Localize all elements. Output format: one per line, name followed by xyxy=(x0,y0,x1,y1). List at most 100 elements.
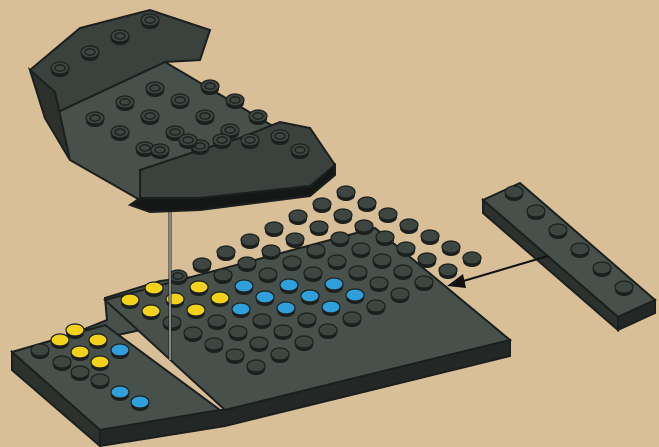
stud-windscreen xyxy=(141,110,159,125)
stud-dark xyxy=(439,264,457,279)
stud-dark xyxy=(343,312,361,327)
stud-yellow xyxy=(142,305,160,320)
windscreen-assembly xyxy=(30,10,335,212)
stud-dark xyxy=(229,326,247,341)
stud-left xyxy=(111,344,129,359)
base-plate xyxy=(12,186,510,446)
stud-plate-1x6 xyxy=(615,281,633,296)
stud-left xyxy=(31,344,49,359)
stud-dark xyxy=(286,233,304,248)
stud-dark xyxy=(337,186,355,201)
stud-blue xyxy=(235,280,253,295)
stud-windscreen xyxy=(201,80,219,95)
stud-plate-1x6 xyxy=(549,224,567,239)
stud-windscreen xyxy=(226,94,244,109)
stud-left xyxy=(89,334,107,349)
stud-dark xyxy=(319,324,337,339)
stud-dark xyxy=(463,252,481,267)
stud-yellow xyxy=(145,282,163,297)
stud-dark xyxy=(352,243,370,258)
stud-blue xyxy=(256,291,274,306)
stud-blue xyxy=(346,289,364,304)
stud-dark xyxy=(304,267,322,282)
stud-windscreen xyxy=(51,62,69,77)
stud-dark xyxy=(253,314,271,329)
stud-dark xyxy=(163,316,181,331)
stud-dark xyxy=(421,230,439,245)
stud-dark xyxy=(307,244,325,259)
stud-left xyxy=(53,356,71,371)
stud-dark xyxy=(349,266,367,281)
stud-dark xyxy=(271,348,289,363)
stud-blue xyxy=(325,278,343,293)
stud-windscreen xyxy=(141,14,159,29)
stud-windscreen xyxy=(146,82,164,97)
stud-dark xyxy=(262,245,280,260)
stud-plate-1x6 xyxy=(505,186,523,201)
stud-dark xyxy=(274,325,292,340)
stud-windscreen xyxy=(249,110,267,125)
stud-dark xyxy=(331,232,349,247)
stud-left xyxy=(51,334,69,349)
stud-windscreen xyxy=(171,94,189,109)
stud-dark xyxy=(391,288,409,303)
stud-dark xyxy=(379,208,397,223)
stud-plate-1x6 xyxy=(527,205,545,220)
stud-dark xyxy=(193,258,211,273)
stud-blue xyxy=(280,279,298,294)
stud-windscreen xyxy=(116,96,134,111)
stud-dark xyxy=(328,255,346,270)
stud-dark xyxy=(205,338,223,353)
stud-dark xyxy=(442,241,460,256)
stud-dark xyxy=(355,220,373,235)
stud-windscreen xyxy=(81,46,99,61)
stud-dark xyxy=(394,265,412,280)
stud-dark xyxy=(226,349,244,364)
stud-dark xyxy=(295,336,313,351)
stud-windscreen xyxy=(291,144,309,159)
stud-yellow xyxy=(211,292,229,307)
stud-dark xyxy=(283,256,301,271)
stud-dark xyxy=(373,254,391,269)
stud-dark xyxy=(415,276,433,291)
stud-left xyxy=(71,366,89,381)
stud-blue xyxy=(322,301,340,316)
stud-dark xyxy=(376,231,394,246)
stud-yellow xyxy=(187,304,205,319)
stud-blue xyxy=(301,290,319,305)
stud-windscreen xyxy=(111,30,129,45)
stud-left xyxy=(91,356,109,371)
stud-left xyxy=(91,374,109,389)
stud-dark xyxy=(214,269,232,284)
stud-left xyxy=(66,324,84,339)
stud-dark xyxy=(238,257,256,272)
stud-dark xyxy=(370,277,388,292)
stud-dark xyxy=(169,270,187,285)
stud-dark xyxy=(247,360,265,375)
stud-windscreen xyxy=(179,134,197,149)
stud-plate-1x6 xyxy=(571,243,589,258)
stud-windscreen xyxy=(271,130,289,145)
stud-dark xyxy=(208,315,226,330)
stud-dark xyxy=(241,234,259,249)
stud-windscreen xyxy=(241,134,259,149)
stud-dark xyxy=(259,268,277,283)
stud-windscreen xyxy=(111,126,129,141)
stud-left xyxy=(71,346,89,361)
stud-blue xyxy=(232,303,250,318)
stud-windscreen xyxy=(151,144,169,159)
arrow-icon xyxy=(447,256,548,288)
stud-yellow xyxy=(190,281,208,296)
stud-dark xyxy=(265,222,283,237)
stud-windscreen xyxy=(213,134,231,149)
stud-windscreen xyxy=(86,112,104,127)
stud-dark xyxy=(298,313,316,328)
stud-dark xyxy=(250,337,268,352)
stud-dark xyxy=(334,209,352,224)
stud-blue xyxy=(277,302,295,317)
stud-left xyxy=(131,396,149,411)
stud-dark xyxy=(358,197,376,212)
stud-dark xyxy=(310,221,328,236)
